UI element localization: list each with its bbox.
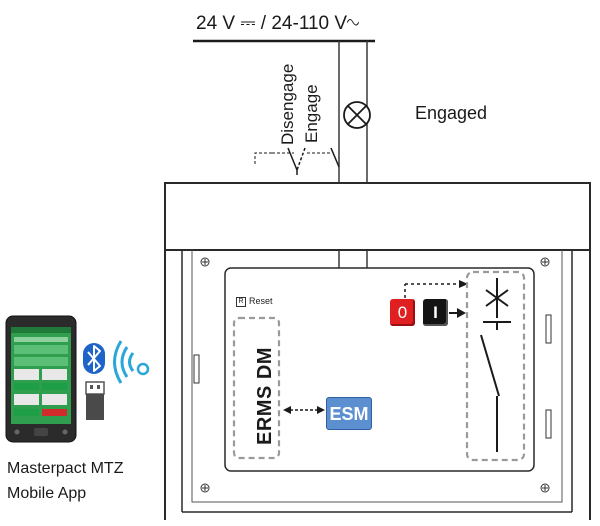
- reset-icon: R: [236, 296, 246, 307]
- smartphone-icon: [5, 315, 77, 443]
- disengage-engage-switch-icon: [254, 147, 340, 175]
- screw-icon: [200, 257, 550, 493]
- circuit-breaker-icon: [480, 278, 511, 452]
- rail-left: [193, 354, 200, 384]
- arrow-icon: [449, 308, 466, 318]
- cabinet-top: [164, 182, 591, 251]
- dashed-arrow-icon: [404, 280, 468, 298]
- frame-inner: [191, 250, 563, 503]
- breaker-box: [465, 270, 526, 462]
- nfc-icon: [113, 340, 150, 384]
- app-label: Masterpact MTZ Mobile App: [7, 456, 123, 506]
- engaged-label: Engaged: [415, 103, 488, 123]
- double-arrow-icon: [283, 406, 325, 414]
- open-button[interactable]: 0: [390, 299, 415, 326]
- usb-icon: [85, 381, 105, 420]
- bluetooth-icon: [83, 343, 105, 374]
- front-panel: [224, 267, 535, 472]
- frame: [181, 250, 573, 513]
- app-label-line2: Mobile App: [7, 485, 87, 502]
- lamp-icon: [343, 101, 371, 129]
- disengage-label: Disengage: [278, 63, 297, 145]
- close-button[interactable]: I: [423, 299, 448, 326]
- rail-right-top: [545, 314, 552, 344]
- rail-right-bottom: [545, 409, 552, 439]
- engage-label: Engage: [302, 84, 321, 143]
- esm-module: ESM: [326, 397, 372, 430]
- ermsdm-module: [232, 316, 281, 460]
- app-label-line1: Masterpact MTZ: [7, 460, 124, 477]
- ermsdm-label: ERMS DM: [254, 347, 276, 445]
- reset-label: Reset: [249, 296, 273, 306]
- supply-voltage-label: 24 V ⎓ / 24-110 V∿: [196, 13, 359, 34]
